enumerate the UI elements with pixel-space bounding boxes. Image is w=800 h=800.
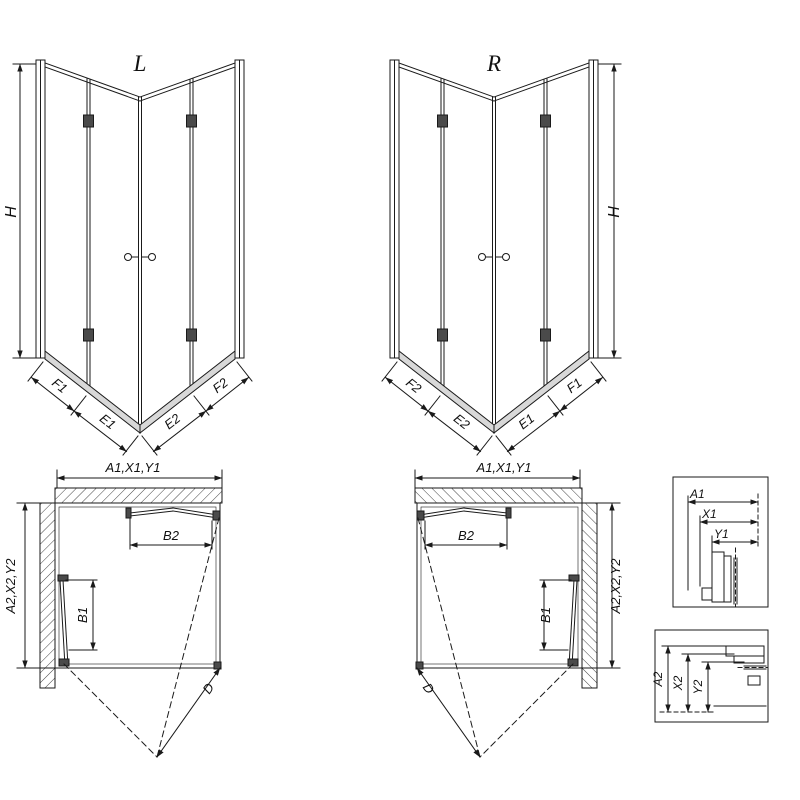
detail-a2-label: A2	[651, 671, 665, 687]
variant-label-left: L	[133, 51, 147, 76]
dim-label-outer-left-l: F1	[49, 375, 70, 396]
plan-width-dim-left: A1,X1,Y1	[105, 460, 161, 475]
plan-width-dim-right: A1,X1,Y1	[476, 460, 532, 475]
detail-a1-label: A1	[689, 487, 705, 501]
plan-diagonal-label-left: D	[199, 680, 217, 696]
dim-label-outer-left-r: F2	[403, 375, 425, 397]
variant-label-right: R	[486, 51, 501, 76]
height-dim-label-right: H	[606, 206, 623, 218]
detail-x2-label: X2	[671, 675, 685, 691]
front-view-right: R H F2 E2 E1 F1	[382, 51, 623, 455]
plan-depth-dim-right: A2,X2,Y2	[608, 558, 623, 615]
plan-diagonal-label-right: D	[420, 680, 438, 696]
detail-floor-profile-labels: A2 X2 Y2	[651, 671, 705, 694]
detail-floor-profile	[654, 629, 769, 723]
dim-label-outer-right-l: F2	[210, 374, 232, 396]
plan-view-left: A1,X1,Y1 A2,X2,Y2 B2 B1 D	[3, 460, 222, 757]
plan-b1-label-right: B1	[538, 607, 553, 623]
plan-right-drawing	[415, 470, 620, 757]
height-dim-label-left: H	[3, 206, 20, 218]
front-left-drawing	[13, 60, 252, 455]
plan-view-right: A1,X1,Y1 A2,X2,Y2 B2 B1 D	[415, 460, 623, 757]
detail-wall-profile-labels: A1 X1 Y1	[689, 487, 729, 541]
plan-left-drawing	[17, 470, 222, 757]
plan-b2-label-left: B2	[163, 528, 180, 543]
detail-wall-profile	[672, 476, 769, 608]
detail-y2-label: Y2	[691, 679, 705, 694]
dim-label-outer-right-r: F1	[564, 375, 585, 396]
front-view-left: L H F1 E1 E2 F2	[3, 51, 252, 455]
plan-depth-dim-left: A2,X2,Y2	[3, 558, 18, 615]
detail-y1-label: Y1	[714, 527, 729, 541]
plan-b2-label-right: B2	[458, 528, 475, 543]
detail-x1-label: X1	[701, 507, 717, 521]
front-right-drawing	[382, 60, 621, 455]
plan-b1-label-left: B1	[75, 607, 90, 623]
